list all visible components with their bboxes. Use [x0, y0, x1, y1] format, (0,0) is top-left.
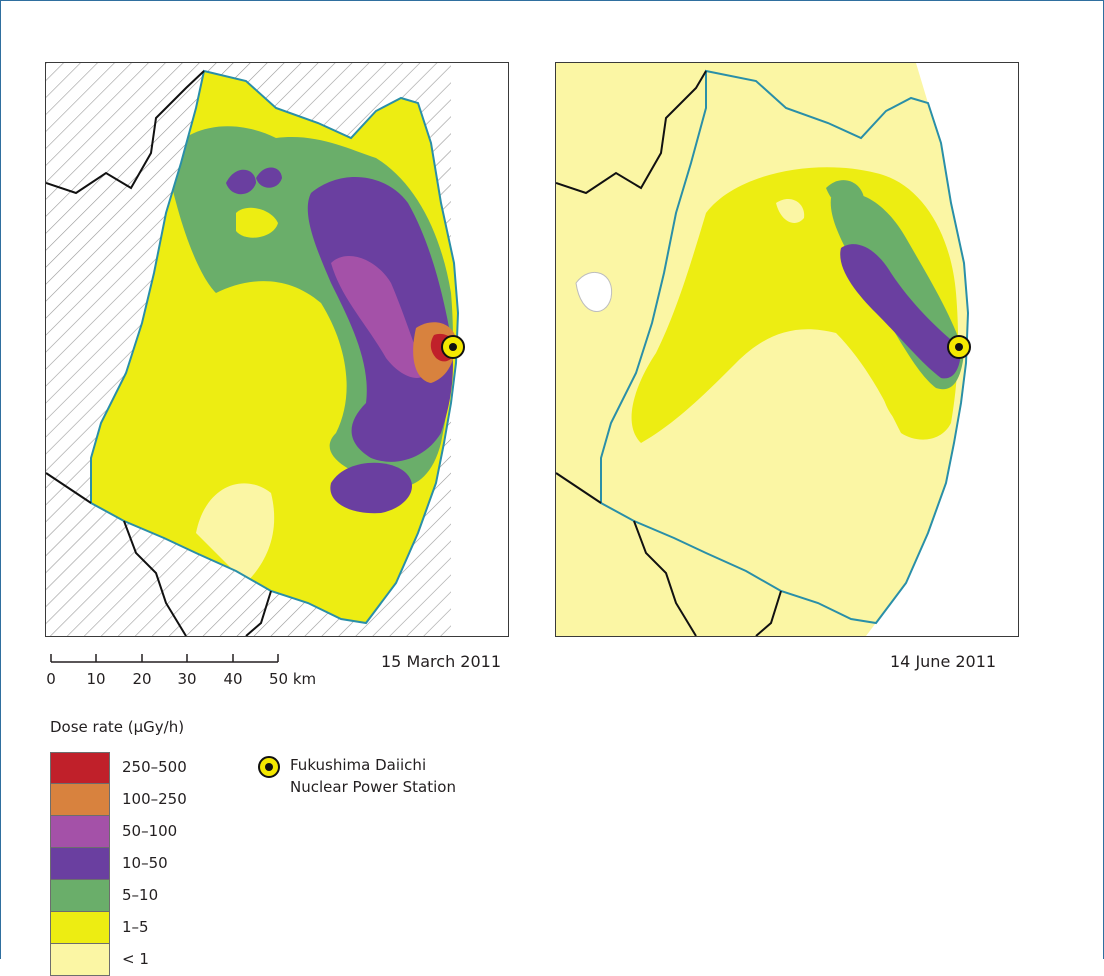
legend-swatch [50, 752, 110, 784]
station-label-line2: Nuclear Power Station [290, 778, 456, 796]
legend-swatch [50, 848, 110, 880]
scale-tick-label: 40 [223, 670, 243, 688]
legend-label: 1–5 [122, 918, 149, 936]
legend-swatch [50, 816, 110, 848]
legend-title: Dose rate (µGy/h) [50, 718, 185, 736]
legend-swatch [50, 912, 110, 944]
legend-label: 5–10 [122, 886, 159, 904]
nuclear-station-marker [441, 335, 465, 359]
scale-tick-label: 0 [46, 670, 56, 688]
scale-tick-label: 50 km [269, 670, 317, 688]
legend-label: 10–50 [122, 854, 168, 872]
station-label-line1: Fukushima Daiichi [290, 756, 427, 774]
prefecture-coastline [600, 69, 970, 625]
legend-label: 250–500 [122, 758, 187, 776]
dose-map-june [555, 62, 1019, 637]
prefecture-border-west [46, 472, 92, 504]
scale-bar: 0 10 20 30 40 50 km [46, 652, 346, 692]
nuclear-station-marker [947, 335, 971, 359]
prefecture-border-south [123, 520, 187, 636]
prefecture-border-north [46, 70, 205, 195]
scale-tick-label: 30 [177, 670, 197, 688]
legend-label: 100–250 [122, 790, 187, 808]
map-date-june: 14 June 2011 [890, 652, 997, 671]
legend-swatch [50, 944, 110, 976]
legend-swatch [50, 784, 110, 816]
legend-label: < 1 [122, 950, 149, 968]
legend-label: 50–100 [122, 822, 178, 840]
legend-swatch [50, 880, 110, 912]
nuclear-station-icon [258, 756, 280, 778]
dose-map-march [45, 62, 509, 637]
scale-tick-label: 20 [132, 670, 152, 688]
scale-tick-label: 10 [86, 670, 106, 688]
map-date-march: 15 March 2011 [381, 652, 502, 671]
prefecture-coastline [90, 69, 460, 625]
